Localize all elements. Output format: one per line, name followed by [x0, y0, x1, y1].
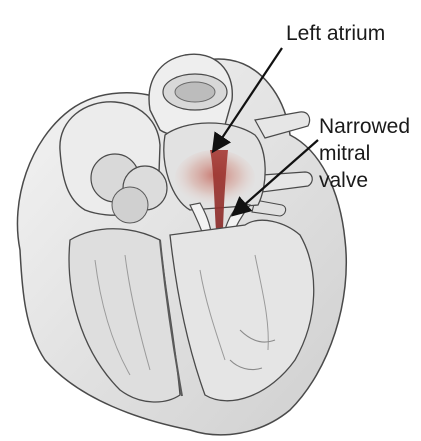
left-atrium-pointer: [211, 47, 283, 154]
mitral-valve-pointer: [231, 139, 319, 217]
label-narrowed: Narrowed: [319, 115, 410, 138]
label-mitral: mitral: [319, 142, 370, 165]
pulmonary-artery: [59, 101, 168, 224]
left-ventricle: [169, 219, 315, 402]
pulmonary-veins: [251, 111, 313, 217]
right-ventricle: [68, 228, 181, 403]
label-left-atrium: Left atrium: [286, 22, 385, 45]
label-valve: valve: [319, 169, 368, 192]
septum: [159, 239, 183, 397]
